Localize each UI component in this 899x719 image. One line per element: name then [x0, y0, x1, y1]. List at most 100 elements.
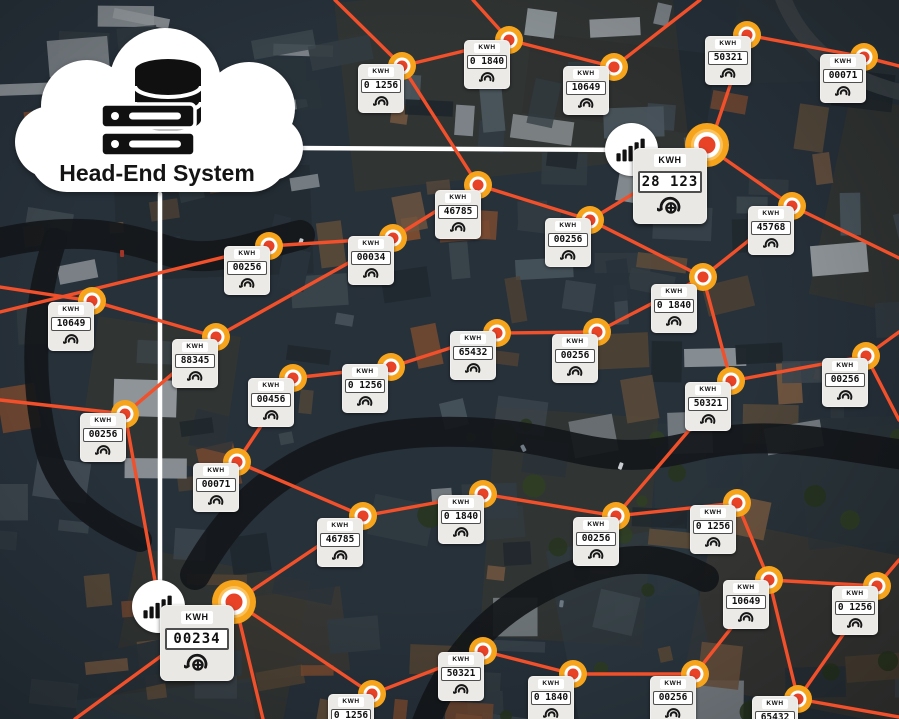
smart-meter: KWH 10649 [563, 66, 609, 115]
spiral-dial-icon [478, 72, 494, 82]
meter-reading-display: 0 1840 [467, 55, 507, 69]
meter-kwh-label: KWH [368, 67, 394, 77]
mesh-link-line [235, 460, 365, 518]
spiral-dial-icon [452, 684, 468, 694]
meter-kwh-label: KWH [181, 611, 213, 624]
mesh-link-line [796, 697, 899, 719]
meter-reading-display: 46785 [438, 205, 478, 219]
mesh-link-line [400, 64, 480, 187]
meter-kwh-label: KWH [573, 69, 599, 79]
spiral-dial-icon [665, 316, 681, 326]
meter-kwh-label: KWH [358, 239, 384, 249]
smart-meter: KWH 00034 [348, 236, 394, 285]
meter-reading-display: 00256 [83, 428, 123, 442]
smart-meter: KWH 00071 [820, 54, 866, 103]
meter-kwh-label: KWH [562, 337, 588, 347]
mesh-link-line [481, 492, 618, 518]
smart-meter: KWH 0 1840 [528, 676, 574, 719]
meter-kwh-label: KWH [715, 39, 741, 49]
smart-meter: KWH 50321 [705, 36, 751, 85]
mesh-link-line [0, 285, 94, 303]
spiral-dial-icon [834, 86, 850, 96]
meter-reading-display: 28 123 [638, 171, 702, 193]
spiral-dial-icon [186, 371, 202, 381]
smart-meter: KWH 46785 [435, 190, 481, 239]
spiral-dial-icon [331, 550, 347, 560]
meter-kwh-label: KWH [460, 334, 486, 344]
meter-reading-display: 0 1256 [835, 601, 875, 615]
meter-kwh-label: KWH [758, 209, 784, 219]
meter-kwh-label: KWH [661, 287, 687, 297]
smart-meter: KWH 00256 [573, 517, 619, 566]
spiral-dial-icon [566, 366, 582, 376]
smart-meter: KWH 46785 [317, 518, 363, 567]
meter-kwh-label: KWH [832, 361, 858, 371]
mesh-node-dot [689, 263, 717, 291]
meter-kwh-label: KWH [555, 221, 581, 231]
meter-kwh-label: KWH [182, 342, 208, 352]
smart-meter: KWH 0 1256 [358, 64, 404, 113]
meter-kwh-label: KWH [58, 305, 84, 315]
meter-reading-display: 0 1840 [441, 510, 481, 524]
smart-meter: KWH 0 1840 [464, 40, 510, 89]
spiral-dial-icon [62, 334, 78, 344]
database-server-icon [99, 59, 203, 158]
smart-meter: KWH 0 1256 [832, 586, 878, 635]
meter-kwh-label: KWH [352, 367, 378, 377]
spiral-dial-icon [664, 708, 680, 718]
smart-meter: KWH 00256 [552, 334, 598, 383]
meter-reading-display: 00256 [653, 691, 693, 705]
spiral-dial-icon [452, 527, 468, 537]
spiral-dial-icon [207, 495, 223, 505]
meter-reading-display: 50321 [441, 667, 481, 681]
meter-kwh-label: KWH [733, 583, 759, 593]
spiral-dial-icon [542, 708, 558, 718]
mesh-link-line [612, 0, 702, 69]
spiral-dial-icon [846, 618, 862, 628]
mesh-link-line [588, 218, 705, 279]
smart-meter: KWH 10649 [723, 580, 769, 629]
meter-reading-display: 00071 [196, 478, 236, 492]
spiral-dial-icon [587, 549, 603, 559]
meter-reading-display: 0 1256 [361, 79, 401, 93]
meter-reading-display: 88345 [175, 354, 215, 368]
mesh-link-line [123, 412, 159, 594]
meter-reading-display: 00034 [351, 251, 391, 265]
spiral-dial-icon [372, 96, 388, 106]
smart-meter: KWH 88345 [172, 339, 218, 388]
meter-kwh-label: KWH [445, 193, 471, 203]
meter-kwh-label: KWH [538, 679, 564, 689]
spiral-dial-icon [356, 396, 372, 406]
mesh-link-line [476, 183, 592, 222]
mesh-link-line [507, 38, 616, 69]
meter-reading-display: 46785 [320, 533, 360, 547]
spiral-dial-icon [577, 98, 593, 108]
meter-reading-display: 00256 [227, 261, 267, 275]
meter-reading-display: 50321 [688, 397, 728, 411]
meter-reading-display: 0 1840 [654, 299, 694, 313]
meter-kwh-label: KWH [327, 521, 353, 531]
meter-kwh-label: KWH [695, 385, 721, 395]
meter-reading-display: 45768 [751, 221, 791, 235]
smart-meter: KWH 50321 [685, 382, 731, 431]
mesh-link-line [0, 398, 127, 416]
meter-reading-display: 65432 [453, 346, 493, 360]
meter-kwh-label: KWH [338, 697, 364, 707]
spiral-dial-icon [94, 445, 110, 455]
spiral-dial-icon [704, 537, 720, 547]
spiral-dial-icon [737, 612, 753, 622]
meter-kwh-label: KWH [474, 43, 500, 53]
smart-meter: KWH 00256 [224, 246, 270, 295]
meter-kwh-label: KWH [830, 57, 856, 67]
spiral-dial-icon [762, 238, 778, 248]
smart-meter: KWH 10649 [48, 302, 94, 351]
spiral-dial-plus-icon [657, 196, 681, 214]
meter-reading-display: 50321 [708, 51, 748, 65]
smart-meter: KWH 00256 [650, 676, 696, 719]
mesh-link-line [481, 649, 575, 676]
spiral-dial-icon [262, 410, 278, 420]
meter-kwh-label: KWH [203, 466, 229, 476]
smart-meter: KWH 00256 [545, 218, 591, 267]
meter-kwh-label: KWH [762, 699, 788, 709]
